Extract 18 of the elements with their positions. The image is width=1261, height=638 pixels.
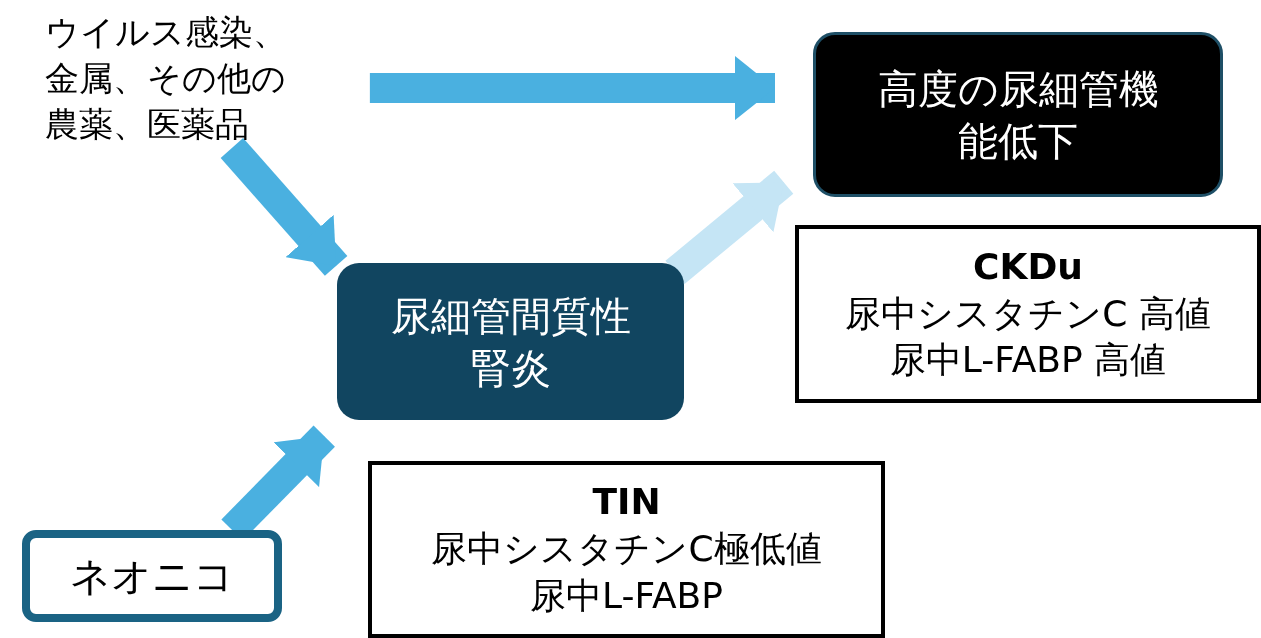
box-heading: CKDu (973, 244, 1083, 289)
marker-text: 尿中L-FABP 高値 (889, 338, 1167, 383)
box-text: 高度の尿細管機能低下 (876, 64, 1160, 166)
marker-box (368, 461, 885, 638)
box-text: 尿細管間質性腎炎 (389, 291, 632, 393)
marker-text: 尿中シスタチンC 高値 (845, 291, 1211, 336)
cause-box (22, 530, 282, 622)
arrow (369, 56, 776, 121)
process-box (337, 263, 684, 420)
cause-text: ウイルス感染、金属、その他の農薬、医薬品 (45, 11, 288, 146)
box-text: ネオニコ (69, 552, 235, 601)
box-heading: TIN (592, 480, 661, 525)
outcome-box (813, 32, 1223, 197)
marker-text: 尿中シスタチンC極低値 (431, 527, 822, 572)
arrow (220, 138, 348, 276)
marker-box (795, 225, 1261, 403)
arrow (665, 170, 794, 284)
marker-text: 尿中L-FABP (530, 573, 723, 618)
